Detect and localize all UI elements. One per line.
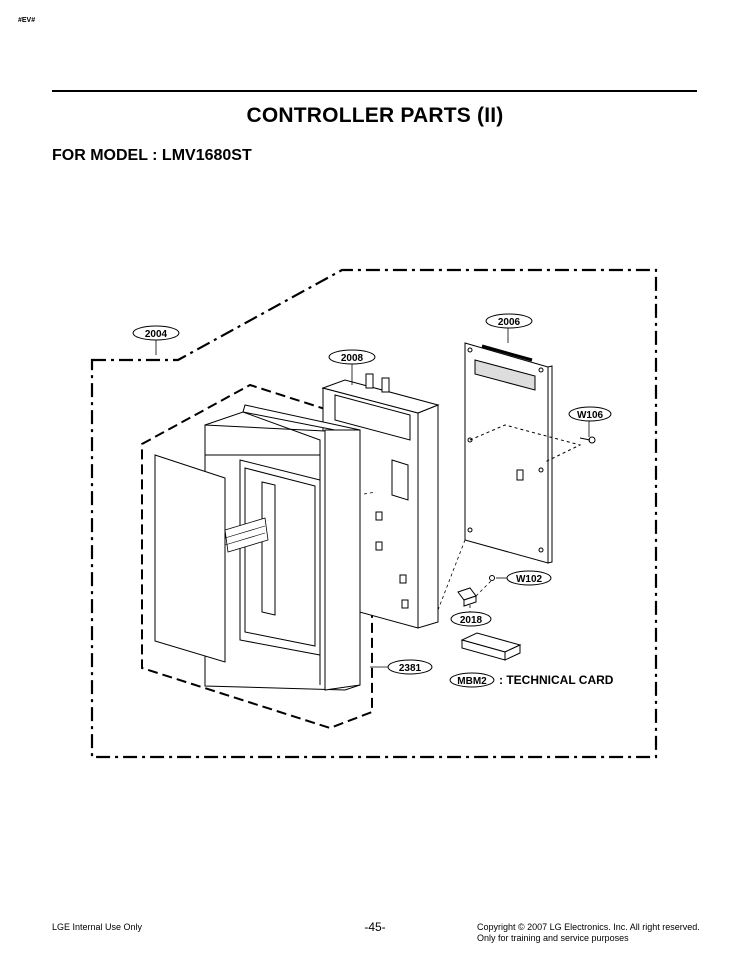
technical-card-mbm2 (460, 632, 522, 661)
callout-2004: 2004 (145, 329, 168, 340)
callout-w106: W106 (577, 410, 604, 421)
corner-mark: #EV# (18, 17, 36, 24)
connector-2018 (457, 587, 477, 607)
callout-w106-bubble (568, 406, 612, 422)
callout-2004-bubble (132, 325, 180, 341)
technical-card-label: : TECHNICAL CARD (499, 673, 614, 687)
callout-mbm2-bubble (449, 672, 495, 688)
callout-2008-bubble (328, 349, 376, 365)
callout-w102-bubble (506, 570, 552, 586)
copyright-line-1: Copyright © 2007 LG Electronics. Inc. Al… (477, 922, 700, 932)
header-rule (52, 90, 697, 92)
front-panel-2381 (204, 404, 361, 691)
callout-2381-bubble (387, 659, 433, 675)
screw-w102 (489, 575, 495, 581)
callout-w102: W102 (516, 574, 543, 585)
callout-2008: 2008 (341, 353, 364, 364)
callout-2006-bubble (485, 313, 533, 329)
front-cover (154, 454, 269, 663)
callout-2018-bubble (450, 611, 492, 627)
page-number: -45- (364, 920, 386, 934)
screw-w106 (579, 436, 596, 444)
callout-2018: 2018 (460, 615, 483, 626)
callout-mbm2: MBM2 (457, 676, 487, 687)
footer-internal-use: LGE Internal Use Only (52, 922, 143, 932)
footer-copyright: Copyright © 2007 LG Electronics. Inc. Al… (477, 922, 700, 944)
assembly-boundary-2381 (141, 383, 373, 730)
callout-2381: 2381 (399, 663, 422, 674)
assembly-boundary-2004 (90, 268, 658, 759)
model-line: FOR MODEL : LMV1680ST (52, 147, 252, 164)
pcb-2006 (464, 342, 582, 564)
callout-2006: 2006 (498, 317, 521, 328)
copyright-line-2: Only for training and service purposes (477, 933, 629, 943)
page-title: CONTROLLER PARTS (II) (246, 104, 504, 127)
